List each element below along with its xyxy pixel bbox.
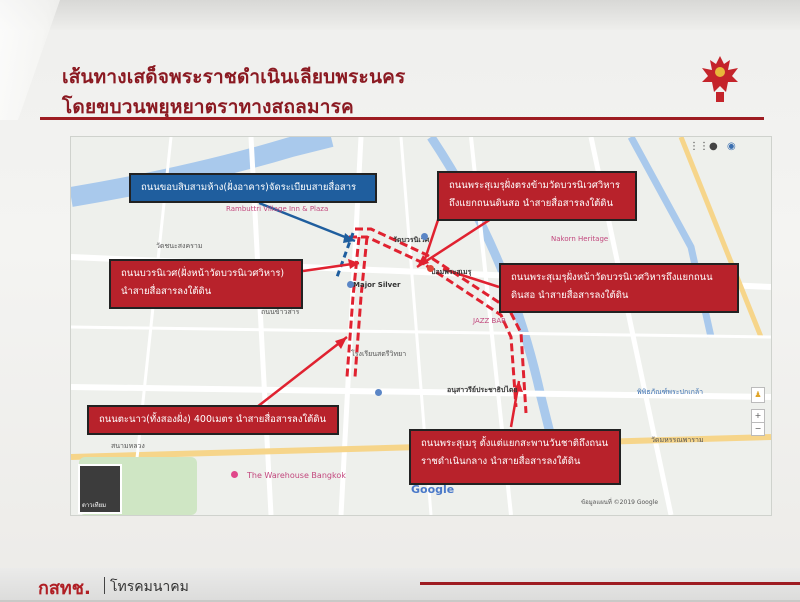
slide-title-line2: โดยขบวนพยุหยาตราทางสถลมารค (62, 96, 354, 118)
map-label-wat-mahan: วัดมหรรณพาราม (651, 436, 704, 444)
callout-tanao: ถนนตะนาว(ทั้งสองฝั่ง) 400เมตร นำสายสื่อส… (87, 405, 339, 435)
satellite-toggle[interactable]: ดาวเทียม (78, 464, 122, 514)
page-shadow (0, 0, 800, 30)
zoom-out-icon[interactable]: − (751, 422, 765, 436)
map-attribution: ข้อมูลแผนที่ ©2019 Google (581, 499, 659, 506)
map-label-wat-bowon: วัดบวรนิเวศ (393, 236, 430, 244)
pin-major-silver[interactable] (347, 281, 354, 288)
map-label-major-silver: Major Silver (353, 281, 401, 289)
map-label-jazz-bar: JAZZ BAR (473, 317, 507, 325)
pegman-icon[interactable]: ♟ (751, 387, 765, 403)
pin-warehouse[interactable] (231, 471, 238, 478)
footer-separator (104, 577, 105, 594)
route-map[interactable]: ดาวเทียม Rambuttri Village Inn & Plaza ว… (70, 136, 772, 516)
org-logo: กสทช. (38, 578, 91, 599)
google-logo: Google (411, 483, 455, 496)
profile-icon[interactable]: ◉ (727, 141, 736, 152)
satellite-label: ดาวเทียม (82, 502, 107, 509)
pin-democracy[interactable] (375, 389, 382, 396)
zoom-in-icon[interactable]: + (751, 409, 765, 423)
callout-phra-sumen-wanchat: ถนนพระสุเมรุ ตั้งแต่แยกสะพานวันชาติถึงถน… (409, 429, 621, 485)
map-label-sanam-luang: สนามหลวง (111, 442, 145, 450)
map-label-democracy: อนุสาวรีย์ประชาธิปไตย (447, 386, 518, 394)
callout-phra-sumen-front: ถนนพระสุเมรุฝั่งหน้าวัดบวรนิเวศวิหารถึงแ… (499, 263, 739, 313)
garuda-emblem-icon (702, 56, 738, 102)
map-label-rambuttri: Rambuttri Village Inn & Plaza (226, 205, 329, 213)
map-label-nakorn-heritage: Nakorn Heritage (551, 235, 609, 243)
slide-title-line1: เส้นทางเสด็จพระราชดำเนินเลียบพระนคร (62, 66, 406, 88)
org-name: โทรคมนาคม (110, 579, 189, 595)
callout-bowon-niwet: ถนนบวรนิเวศ(ฝั่งหน้าวัดบวรนิเวศวิหาร) นำ… (109, 259, 303, 309)
title-divider (40, 117, 764, 120)
map-label-pom: ป้อมพระสุเมรุ (431, 268, 472, 276)
map-label-warehouse: The Warehouse Bangkok (247, 471, 346, 480)
map-label-school: โรงเรียนสตรีวิทยา (351, 350, 407, 358)
pin-wat-bowon[interactable] (421, 233, 428, 240)
footer-divider (420, 582, 800, 585)
map-label-king-prajadhipok: พิพิธภัณฑ์พระปกเกล้า (637, 388, 704, 396)
map-label-khaosan: ถนนข้าวสาร (261, 308, 300, 316)
pin-pom[interactable] (427, 265, 434, 272)
google-account-icon[interactable]: ● (709, 141, 718, 152)
google-apps-icon[interactable]: ⋮⋮ (689, 141, 709, 152)
callout-phra-sumen-opposite: ถนนพระสุเมรุฝั่งตรงข้ามวัดบวรนิเวศวิหารถ… (437, 171, 637, 221)
callout-khob-sip-sam-hang: ถนนขอบสิบสามห้าง(ฝั่งอาคาร)จัดระเบียบสาย… (129, 173, 377, 203)
map-label-wat-chana: วัดชนะสงคราม (156, 242, 203, 250)
